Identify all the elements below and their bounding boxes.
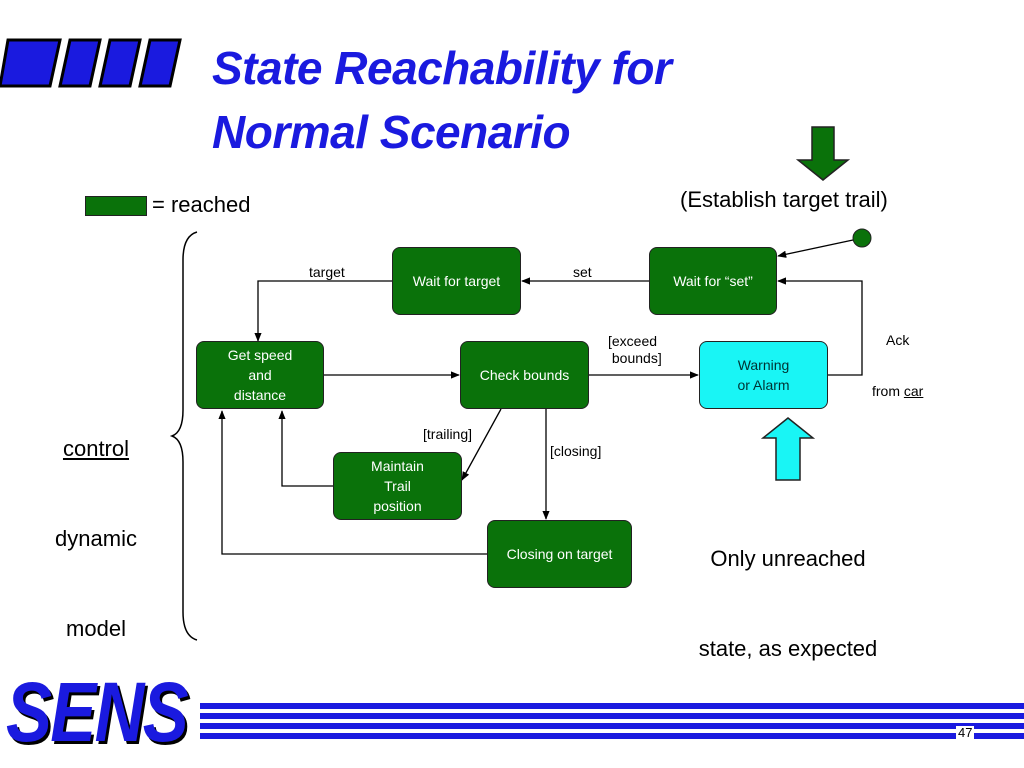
transition-label-exceed-bounds: [exceed bounds] <box>608 333 662 366</box>
ack-car-text: car <box>903 383 924 399</box>
establish-note: (Establish target trail) <box>680 187 888 212</box>
initial-state-dot <box>852 228 872 248</box>
state-wait-for-set: Wait for “set” <box>649 247 777 315</box>
transition-label-set: set <box>573 264 592 280</box>
sens-logo: SENS <box>6 665 189 759</box>
unreached-note-line-1: Only unreached <box>710 546 866 571</box>
establish-arrow-icon <box>795 126 851 181</box>
transition-label-trailing: [trailing] <box>423 426 473 442</box>
footer-stripes <box>200 703 1024 739</box>
ack-line-2: from car <box>872 383 923 400</box>
header-bars-decoration <box>0 38 182 88</box>
transition-label-closing: [closing] <box>550 443 602 459</box>
state-wait-for-target: Wait for target <box>392 247 521 315</box>
legend-swatch <box>85 196 147 216</box>
state-closing-on-target: Closing on target <box>487 520 632 588</box>
side-label: control dynamic model <box>40 374 152 674</box>
unreached-note: Only unreached state, as expected <box>670 484 906 694</box>
side-label-line-1: control <box>62 436 130 461</box>
title-line-2: Normal Scenario <box>212 106 571 158</box>
state-warning-or-alarm: Warning or Alarm <box>699 341 828 409</box>
transition-label-ack: Ack from car <box>872 298 923 417</box>
curly-brace <box>169 231 198 641</box>
side-label-line-2: dynamic <box>55 526 137 551</box>
side-label-line-3: model <box>66 616 126 641</box>
ack-line-1: Ack <box>886 332 910 348</box>
transition-label-target: target <box>309 264 345 280</box>
ack-from-text: from <box>872 383 904 399</box>
unreached-note-line-2: state, as expected <box>698 636 878 661</box>
legend-label: = reached <box>152 192 251 217</box>
state-get-speed-and-distance: Get speed and distance <box>196 341 324 409</box>
title-line-1: State Reachability for <box>212 42 672 94</box>
page-number: 47 <box>956 725 975 740</box>
state-check-bounds: Check bounds <box>460 341 589 409</box>
unreached-arrow-icon <box>760 417 816 481</box>
state-maintain-trail-position: Maintain Trail position <box>333 452 462 520</box>
slide-title: State Reachability for Normal Scenario <box>212 36 672 164</box>
